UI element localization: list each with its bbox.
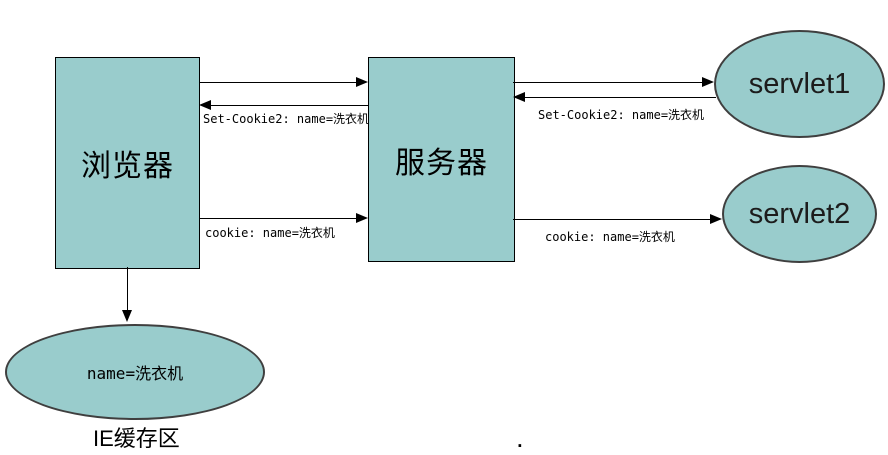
- servlet2-node: servlet2: [722, 165, 877, 263]
- browser-to-cache-line: [127, 267, 128, 312]
- set-cookie2-label-right: Set-Cookie2: name=洗衣机: [538, 108, 705, 122]
- cache-caption: IE缓存区: [93, 426, 180, 451]
- stray-dot: .: [517, 433, 523, 451]
- server-to-servlet2-arrowhead-icon: [710, 214, 722, 224]
- browser-to-cache-arrowhead-icon: [122, 310, 132, 322]
- server-to-browser-arrowhead-icon: [199, 100, 211, 110]
- server-to-browser-response-line: [211, 105, 369, 106]
- server-to-servlet2-cookie-line: [513, 219, 711, 220]
- cache-node: name=洗衣机: [5, 324, 265, 420]
- servlet1-to-server-response-line: [525, 97, 716, 98]
- servlet1-label: servlet1: [748, 67, 851, 100]
- server-label: 服务器: [395, 145, 488, 181]
- server-to-servlet1-arrowhead-icon: [702, 77, 714, 87]
- browser-node: 浏览器: [55, 57, 200, 269]
- cache-value-label: name=洗衣机: [86, 364, 184, 383]
- browser-to-server-arrowhead-icon: [356, 77, 368, 87]
- browser-to-server-cookie-line: [199, 218, 357, 219]
- browser-to-server-request-line: [199, 82, 357, 83]
- servlet1-node: servlet1: [714, 30, 885, 138]
- cookie-label-right: cookie: name=洗衣机: [545, 230, 675, 244]
- servlet2-label: servlet2: [748, 197, 851, 230]
- server-node: 服务器: [368, 57, 515, 262]
- browser-label: 浏览器: [81, 149, 174, 184]
- set-cookie2-label-left: Set-Cookie2: name=洗衣机: [203, 112, 370, 126]
- browser-to-server-cookie-arrowhead-icon: [356, 213, 368, 223]
- servlet1-to-server-arrowhead-icon: [513, 92, 525, 102]
- server-to-servlet1-request-line: [513, 82, 704, 83]
- cookie-label-left: cookie: name=洗衣机: [205, 226, 335, 240]
